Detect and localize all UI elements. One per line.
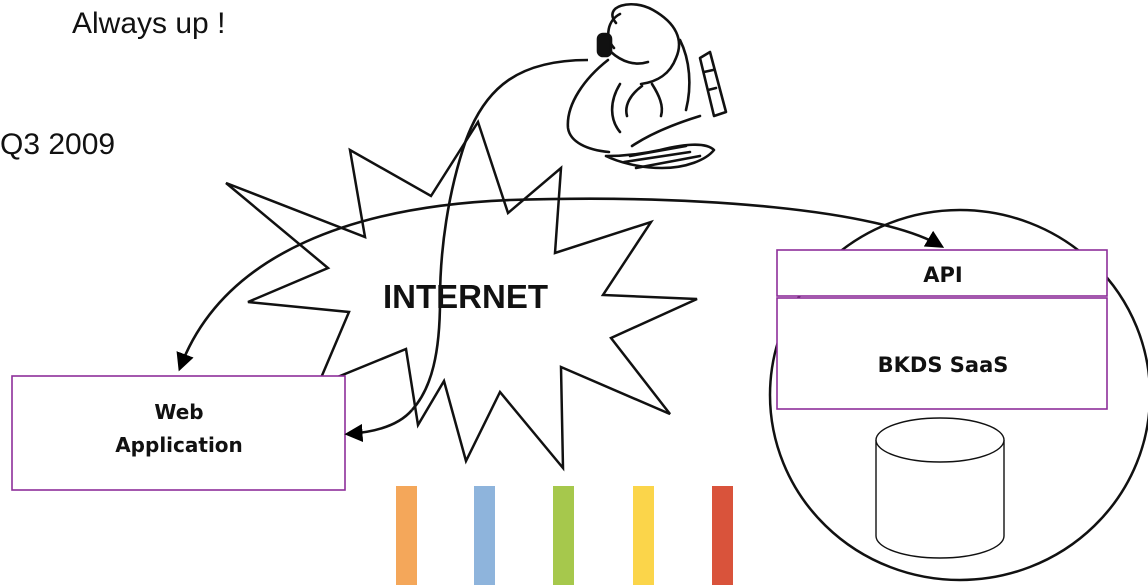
color-bar-2 xyxy=(474,486,495,585)
database-cylinder-icon xyxy=(876,418,1004,558)
color-bar-3 xyxy=(553,486,574,585)
color-bar-4 xyxy=(633,486,654,585)
internet-label: INTERNET xyxy=(383,278,548,315)
support-arrow xyxy=(348,410,412,434)
web-app-label-line1: Web xyxy=(154,400,203,424)
operator-headset-icon xyxy=(568,4,726,168)
color-bar-group xyxy=(396,486,733,585)
web-app-label-line2: Application xyxy=(115,433,243,457)
color-bar-1 xyxy=(396,486,417,585)
bkds-saas-label: BKDS SaaS xyxy=(878,353,1009,377)
api-label: API xyxy=(923,263,962,287)
color-bar-5 xyxy=(712,486,733,585)
